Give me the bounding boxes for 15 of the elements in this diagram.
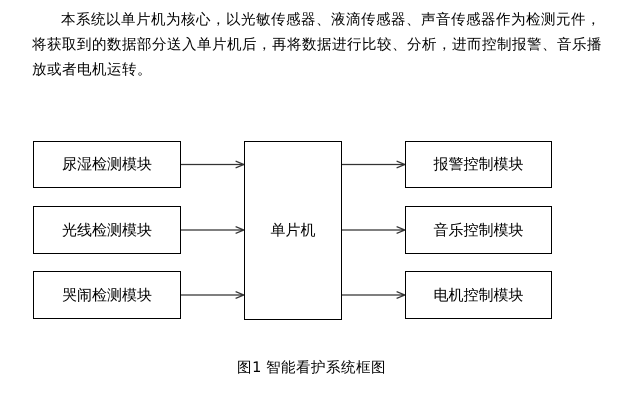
arrow (181, 160, 245, 168)
module-box: 报警控制模块 (405, 141, 552, 188)
arrow (181, 226, 245, 234)
paragraph-text: 本系统以单片机为核心，以光敏传感器、液滴传感器、声音传感器作为检测元件，将获取到的数据部分送入单片机后，再将数据进行比较、分析，进而控制报警、音乐播放或者电机运转。 (32, 10, 603, 80)
module-box: 尿湿检测模块 (33, 141, 181, 188)
controller-box: 单片机 (244, 141, 342, 320)
arrow (342, 160, 406, 168)
module-box: 光线检测模块 (33, 206, 181, 254)
arrow (181, 291, 245, 299)
figure-caption: 图1 智能看护系统框图 (237, 360, 386, 376)
arrow (342, 226, 406, 234)
module-box: 电机控制模块 (405, 271, 552, 319)
module-box: 哭闹检测模块 (33, 271, 181, 319)
module-box: 音乐控制模块 (405, 206, 552, 254)
arrow (342, 291, 406, 299)
